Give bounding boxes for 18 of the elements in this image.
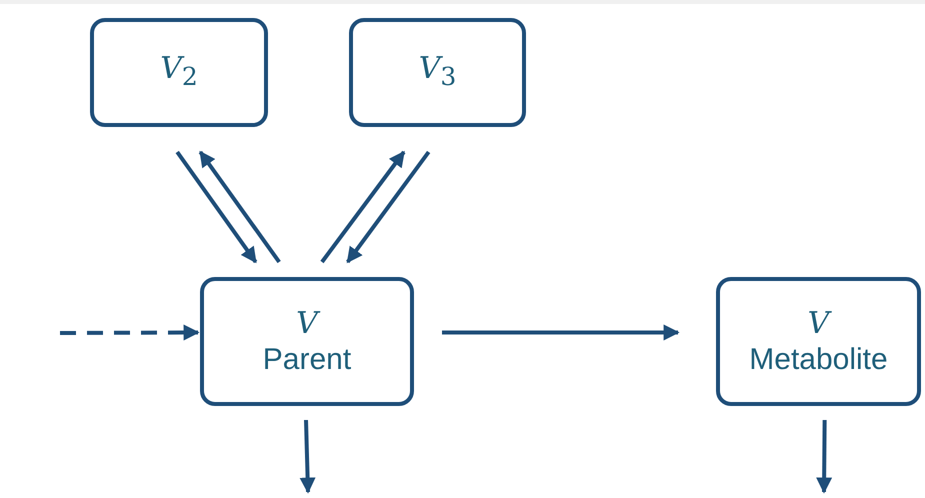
volume-symbol: V	[808, 306, 830, 342]
volume-symbol: V	[296, 306, 318, 342]
arrow	[816, 420, 832, 494]
arrow	[300, 420, 316, 494]
compartment-box	[716, 277, 921, 406]
arrow	[198, 150, 281, 264]
arrow	[320, 150, 406, 264]
compartment-box	[200, 277, 414, 406]
arrow	[60, 324, 200, 341]
compartment-box	[349, 18, 526, 127]
arrow	[442, 324, 680, 340]
compartment-label: Parent	[262, 342, 352, 378]
compartment-box	[90, 18, 268, 127]
volume-symbol: V$_{2}$	[160, 50, 198, 92]
compartment-label: Metabolite	[749, 342, 888, 378]
arrow	[346, 150, 430, 264]
arrow	[176, 150, 258, 264]
volume-symbol: V$_{3}$	[418, 50, 456, 92]
